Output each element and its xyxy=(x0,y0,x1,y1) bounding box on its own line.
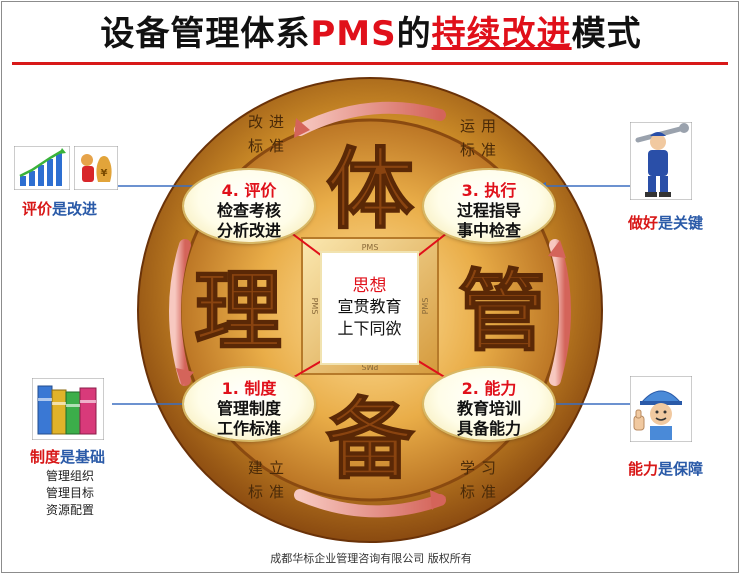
title-part-4: 持续改进 xyxy=(431,14,572,54)
side-label-right-top-red: 做好 xyxy=(628,214,659,232)
center-line1: 宣贯教育 xyxy=(337,297,402,316)
side-label-right-top: 做好是关键 xyxy=(628,212,703,233)
side-label-left-bottom: 制度是基础 xyxy=(30,446,105,467)
title-part-1: 设备管理体系 xyxy=(100,14,311,54)
pms-mark-bottom: PMS xyxy=(362,362,379,371)
pms-mark-left: PMS xyxy=(310,298,319,315)
step-evaluate: 4. 评价 检查考核 分析改进 xyxy=(184,170,314,242)
corner-label-bottom-left: 建立标准 xyxy=(247,459,290,501)
side-label-right-bottom: 能力是保障 xyxy=(628,458,703,479)
big-char-bottom: 备 xyxy=(326,387,415,491)
title-rule xyxy=(12,62,728,65)
step-system-head: 1. 制度 xyxy=(221,379,277,398)
worker-thumbs-up-icon xyxy=(630,376,692,442)
big-char-left: 理 xyxy=(194,259,282,363)
side-label-left-bottom-blue: 是基础 xyxy=(60,448,106,466)
step-execute-line2: 事中检查 xyxy=(456,221,521,240)
worker-wrench-icon xyxy=(630,122,692,200)
step-system-line1: 管理制度 xyxy=(216,399,281,418)
step-evaluate-head: 4. 评价 xyxy=(221,181,277,200)
title-part-3: 的 xyxy=(396,14,432,54)
side-label-right-bottom-blue: 是保障 xyxy=(658,460,704,478)
svg-text:¥: ¥ xyxy=(101,168,108,179)
books-icon xyxy=(32,378,104,440)
step-ability: 2. 能力 教育培训 具备能力 xyxy=(424,368,554,440)
side-label-left-top: 评价是改进 xyxy=(22,198,97,219)
side-label-left-top-red: 评价 xyxy=(22,200,53,218)
center-line2: 上下同欲 xyxy=(337,319,402,338)
resource-item-allocation: 资源配置 xyxy=(45,503,94,517)
corner-label-bottom-right: 学习标准 xyxy=(459,459,502,501)
step-evaluate-line1: 检查考核 xyxy=(216,201,281,220)
pms-mark-top: PMS xyxy=(362,243,379,252)
step-ability-line1: 教育培训 xyxy=(456,399,521,418)
copyright-footer: 成都华标企业管理咨询有限公司 版权所有 xyxy=(270,552,472,565)
step-system-line2: 工作标准 xyxy=(216,419,281,438)
side-label-right-bottom-red: 能力 xyxy=(628,460,659,478)
title-part-5: 模式 xyxy=(571,14,642,54)
side-label-right-top-blue: 是关键 xyxy=(658,214,704,232)
cycle-arrow-top xyxy=(294,101,446,136)
title-part-2: PMS xyxy=(310,14,397,54)
step-ability-head: 2. 能力 xyxy=(461,379,517,398)
step-execute-line1: 过程指导 xyxy=(456,201,521,220)
step-execute-head: 3. 执行 xyxy=(461,181,517,200)
resource-item-organization: 管理组织 xyxy=(45,469,94,483)
money-bag-icon: ¥ xyxy=(74,146,118,190)
pms-mark-right: PMS xyxy=(421,298,430,315)
big-char-top: 体 xyxy=(326,137,414,241)
center-thought-box: 思想 宣贯教育 上下同欲 xyxy=(322,253,417,363)
resource-item-targets: 管理目标 xyxy=(45,486,94,500)
cycle-arrow-right xyxy=(549,239,571,386)
side-label-left-bottom-red: 制度 xyxy=(30,448,61,466)
step-system: 1. 制度 管理制度 工作标准 xyxy=(184,368,314,440)
page-title: 设备管理体系PMS的持续改进模式 xyxy=(0,6,742,55)
center-head: 思想 xyxy=(352,276,387,296)
corner-label-top-left: 改进标准 xyxy=(247,113,290,155)
step-evaluate-line2: 分析改进 xyxy=(216,221,281,240)
cycle-arrow-bottom xyxy=(294,489,446,518)
corner-label-top-right: 运用标准 xyxy=(459,117,502,159)
big-char-right: 管 xyxy=(458,259,546,363)
step-ability-line2: 具备能力 xyxy=(456,419,521,438)
growth-chart-icon xyxy=(14,146,70,190)
cycle-arrow-left xyxy=(169,239,191,386)
side-label-left-top-blue: 是改进 xyxy=(52,200,98,218)
step-execute: 3. 执行 过程指导 事中检查 xyxy=(424,170,554,242)
resource-list: 管理组织 管理目标 资源配置 xyxy=(30,468,110,519)
